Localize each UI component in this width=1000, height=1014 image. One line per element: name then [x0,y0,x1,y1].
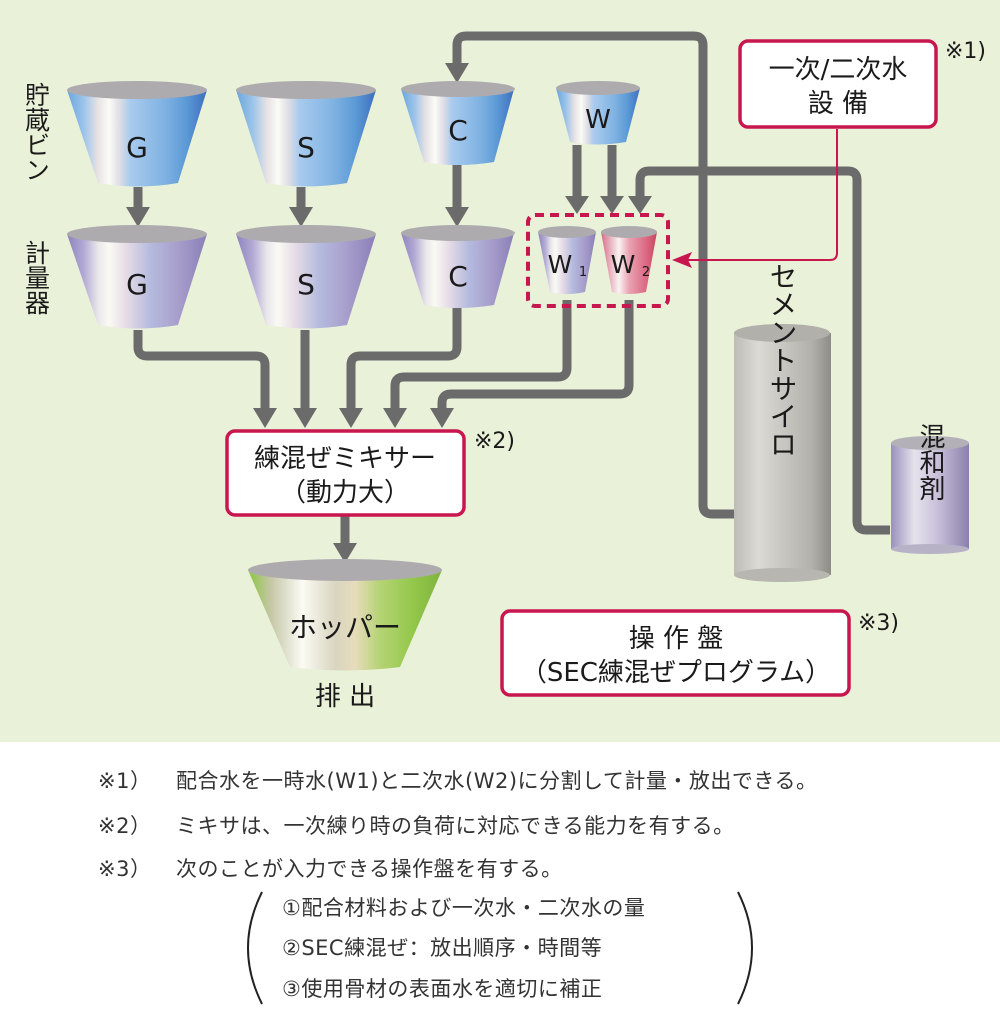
svg-text:S: S [297,268,315,301]
svg-text:ホッパー: ホッパー [289,611,401,644]
w1-w2-group-outline [526,213,670,308]
arrowhead [126,207,150,227]
hopper: ホッパー [248,559,442,671]
pipe-silo-to-cement-bin [452,31,735,519]
right-bracket [737,891,753,1005]
footnote-text: 次のことが入力できる操作盤を有する。 [176,857,563,881]
pipe-c-to-mixer [346,308,462,410]
mixer-box: 練混ぜミキサー （動力大） [225,429,466,517]
svg-text:一次/二次水: 一次/二次水 [769,55,908,85]
svg-text:1: 1 [579,265,587,280]
arrowhead [253,408,277,428]
svg-text:混和剤: 混和剤 [915,423,945,501]
weigher-label: 計量器 [22,240,51,315]
storage-bin-c: C [401,81,515,165]
arrowhead [289,207,313,227]
footnote-2: ※2） ミキサは、一次練り時の負荷に対応できる能力を有する。 [98,810,735,840]
cement-silo: セメントサイロ [734,262,831,582]
admixture-tank: 混和剤 [891,423,969,554]
arrowhead [445,63,469,83]
weigher-g: G [67,225,207,329]
pipe-w2-to-mixer [437,300,634,410]
left-bracket [247,891,263,1005]
sub-item-2: ②SEC練混ぜ：放出順序・時間等 [282,936,603,960]
svg-text:C: C [448,260,468,293]
arrowhead [430,408,454,428]
sub-item-1: ①配合材料および一次水・二次水の量 [282,896,646,920]
sub-item-3: ③使用骨材の表面水を適切に補正 [282,977,603,1001]
weigher-c: C [401,225,515,308]
note-marker-2: ※2) [474,429,515,454]
weigher-w1: W 1 [538,226,596,294]
pipe-w1-to-mixer [390,300,572,410]
storage-bin-label: 貯蔵ビン [22,82,51,182]
pipes [133,31,890,545]
arrowhead [333,543,357,563]
note-marker-3: ※3) [858,611,899,636]
footnote-3: ※3） 次のことが入力できる操作盤を有する。 [98,853,563,883]
footnote-mark: ※3） [98,857,152,881]
water-control-line [672,129,838,268]
plant-diagram: 貯蔵ビン 計量器 G S C W G S C W 1 [0,0,1000,742]
arrowhead [600,196,624,214]
svg-text:W: W [585,105,611,135]
svg-text:操 作 盤: 操 作 盤 [629,624,724,654]
footnote-mark: ※1） [98,769,152,793]
discharge-label: 排 出 [315,682,375,712]
svg-text:C: C [448,114,468,147]
svg-text:W: W [548,250,573,279]
svg-text:W: W [611,250,636,279]
svg-text:G: G [126,268,148,301]
svg-text:（SEC練混ぜプログラム）: （SEC練混ぜプログラム） [521,658,831,688]
footnote-text: ミキサは、一次練り時の負荷に対応できる能力を有する。 [176,814,735,838]
footnote-mark: ※2） [98,814,152,838]
footnote-text: 配合水を一時水(W1)と二次水(W2)に分割して計量・放出できる。 [176,769,818,793]
storage-bin-s: S [236,81,376,187]
svg-text:S: S [297,131,315,164]
svg-text:設 備: 設 備 [808,89,868,119]
note-marker-1: ※1) [945,39,986,64]
weigher-s: S [236,225,376,329]
arrowhead [383,408,407,428]
weigher-w2: W 2 [601,226,657,294]
water-equipment-box: 一次/二次水 設 備 [738,39,938,129]
pipe-g-to-mixer [133,330,270,410]
storage-bin-w: W [556,81,640,145]
storage-bin-g: G [67,81,207,187]
arrowheads [126,63,652,563]
arrowhead [445,207,469,227]
arrowhead [628,196,652,214]
footnotes [0,742,1000,1014]
svg-text:セメントサイロ: セメントサイロ [766,262,799,458]
arrowhead [565,196,589,214]
arrowhead [339,408,363,428]
footnote-1: ※1） 配合水を一時水(W1)と二次水(W2)に分割して計量・放出できる。 [98,765,817,795]
svg-text:（動力大）: （動力大） [280,478,410,508]
svg-text:2: 2 [642,265,650,280]
control-panel-box: 操 作 盤 （SEC練混ぜプログラム） [500,609,851,697]
svg-text:G: G [126,131,148,164]
pipe-admixture-to-w2 [635,166,890,535]
svg-text:練混ぜミキサー: 練混ぜミキサー [254,444,436,474]
arrowhead [293,408,317,428]
